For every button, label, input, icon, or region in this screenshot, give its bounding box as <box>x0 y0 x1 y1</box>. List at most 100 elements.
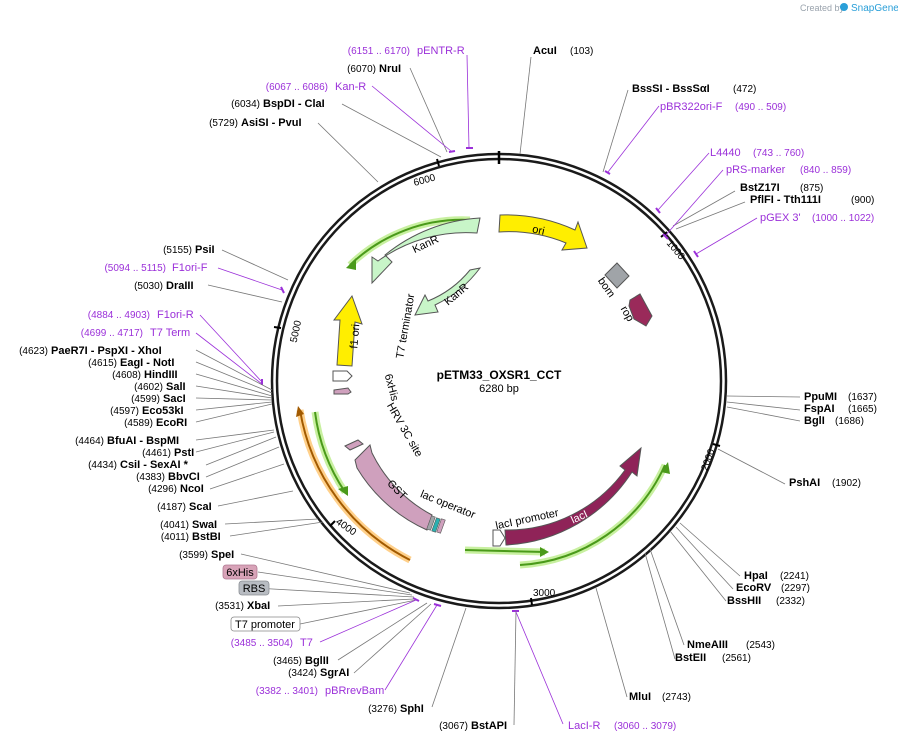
svg-text:(2543): (2543) <box>746 640 775 651</box>
svg-text:(4699 .. 4717): (4699 .. 4717) <box>81 328 143 339</box>
plasmid-name: pETM33_OXSR1_CCT <box>437 368 562 382</box>
primer-pENTR-R: pENTR-R <box>417 45 465 57</box>
enzyme-NmeAIII: NmeAIII <box>687 639 728 651</box>
tick-5000: 5000 <box>289 319 304 343</box>
svg-text:(3485 .. 3504): (3485 .. 3504) <box>231 638 293 649</box>
svg-text:(875): (875) <box>800 183 823 194</box>
ori-feature <box>498 214 588 251</box>
svg-text:(3060 .. 3079): (3060 .. 3079) <box>614 721 676 732</box>
enzyme-BglII: BglII <box>305 655 329 667</box>
svg-text:(472): (472) <box>733 84 756 95</box>
primer-Kan-R: Kan-R <box>335 81 366 93</box>
primer-LacI-R: LacI-R <box>568 720 600 732</box>
plasmid-length: 6280 bp <box>479 383 519 395</box>
primer-F1ori-F: F1ori-F <box>172 262 208 274</box>
hrv3c-label: HRV 3C site <box>384 401 425 459</box>
svg-text:(4597): (4597) <box>110 406 139 417</box>
enzyme-SwaI: SwaI <box>192 519 217 531</box>
svg-text:(103): (103) <box>570 46 593 57</box>
enzyme-NcoI: NcoI <box>180 483 204 495</box>
svg-text:(4461): (4461) <box>142 448 171 459</box>
laci-feature <box>504 446 642 546</box>
snapgene-logo-icon <box>840 3 848 11</box>
svg-text:(5030): (5030) <box>134 281 163 292</box>
t7-promoter-box <box>230 616 301 632</box>
enzyme-PflFI: PflFI - Tth111I <box>750 194 821 206</box>
boxed-feature-labels: 6xHis RBS T7 promoter <box>222 564 301 632</box>
enzyme-PpuMI: PpuMI <box>804 391 837 403</box>
svg-text:(3424): (3424) <box>288 668 317 679</box>
svg-text:(4884 .. 4903): (4884 .. 4903) <box>88 310 150 321</box>
svg-text:(2297): (2297) <box>781 583 810 594</box>
primer-labels: (6151 .. 6170) pENTR-R (6067 .. 6086) Ka… <box>81 45 875 732</box>
enzyme-PsiI: PsiI <box>195 244 215 256</box>
svg-text:(4383): (4383) <box>136 472 165 483</box>
t7-promoter-box-label: T7 promoter <box>235 619 295 631</box>
primer-pRS-marker: pRS-marker <box>726 164 786 176</box>
enzyme-BstBI: BstBI <box>192 531 221 543</box>
svg-text:(6034): (6034) <box>231 99 260 110</box>
primer-pBR322ori-F: pBR322ori-F <box>660 101 723 113</box>
svg-text:(3599): (3599) <box>179 550 208 561</box>
enzyme-EcoRI: EcoRI <box>156 417 187 429</box>
kanr-inner-feature <box>414 267 482 316</box>
svg-text:(1686): (1686) <box>835 416 864 427</box>
his6-box <box>222 564 258 580</box>
enzyme-PshAI: PshAI <box>789 477 820 489</box>
enzyme-CsiI: CsiI - SexAI * <box>120 459 189 471</box>
enzyme-callouts <box>195 56 801 726</box>
svg-text:(3382 .. 3401): (3382 .. 3401) <box>256 686 318 697</box>
svg-text:(2561): (2561) <box>722 653 751 664</box>
svg-text:(1665): (1665) <box>848 404 877 415</box>
svg-text:(4623): (4623) <box>19 346 48 357</box>
primer-F1ori-R: F1ori-R <box>157 309 194 321</box>
svg-text:(4011): (4011) <box>161 532 189 543</box>
svg-text:(3531): (3531) <box>215 601 244 612</box>
enzyme-SgrAI: SgrAI <box>320 667 349 679</box>
f1-ori-feature <box>333 294 363 367</box>
ori-label: ori <box>531 223 545 237</box>
enzyme-MluI: MluI <box>629 691 651 703</box>
svg-text:(1902): (1902) <box>832 478 861 489</box>
enzyme-BfuAI: BfuAI - BspMI <box>107 435 179 447</box>
svg-text:(3276): (3276) <box>368 704 397 715</box>
primer-pGEX3: pGEX 3' <box>760 212 801 224</box>
svg-text:(4599): (4599) <box>131 394 160 405</box>
svg-text:(4615): (4615) <box>88 358 117 369</box>
enzyme-AcuI: AcuI <box>533 45 557 57</box>
right-enzyme-labels: AcuI (103) BssSI - BssSαI (472) BstZ17I … <box>533 45 877 703</box>
enzyme-PaeR7I: PaeR7I - PspXI - XhoI <box>51 345 162 357</box>
svg-text:(3465): (3465) <box>273 656 302 667</box>
svg-text:(3067): (3067) <box>439 721 468 732</box>
credit-prefix: Created by <box>800 3 845 13</box>
svg-text:(2241): (2241) <box>780 571 809 582</box>
enzyme-XbaI: XbaI <box>247 600 270 612</box>
svg-text:(5155): (5155) <box>163 245 192 256</box>
t7-terminator-feature <box>332 370 353 382</box>
svg-text:(840 .. 859): (840 .. 859) <box>800 165 851 176</box>
enzyme-NruI: NruI <box>379 63 401 75</box>
his6-label: 6xHis <box>382 373 401 403</box>
enzyme-BbvCI: BbvCI <box>168 471 200 483</box>
svg-text:(4602): (4602) <box>134 382 163 393</box>
primer-T7: T7 <box>300 637 313 649</box>
rbs-box-label: RBS <box>243 583 266 595</box>
hrv3c-feature <box>344 439 364 451</box>
enzyme-BstAPI: BstAPI <box>471 720 507 732</box>
primer-T7-Term: T7 Term <box>150 327 190 339</box>
svg-text:(1000 .. 1022): (1000 .. 1022) <box>812 213 874 224</box>
svg-text:(6151 .. 6170): (6151 .. 6170) <box>348 46 410 57</box>
enzyme-Eco53kI: Eco53kI <box>142 405 184 417</box>
svg-text:(4187): (4187) <box>157 502 186 513</box>
enzyme-BstEII: BstEII <box>675 652 706 664</box>
rop-feature <box>628 293 653 327</box>
laci-promoter-feature <box>492 529 506 547</box>
left-enzyme-labels: (6070) NruI (6034) BspDI - ClaI (5729) A… <box>19 63 507 732</box>
enzyme-ScaI: ScaI <box>189 501 212 513</box>
svg-text:(4608): (4608) <box>112 370 141 381</box>
svg-text:(2743): (2743) <box>662 692 691 703</box>
enzyme-AsiSI: AsiSI - PvuI <box>241 117 302 129</box>
his6-box-label: 6xHis <box>226 567 254 579</box>
svg-text:(900): (900) <box>851 195 874 206</box>
